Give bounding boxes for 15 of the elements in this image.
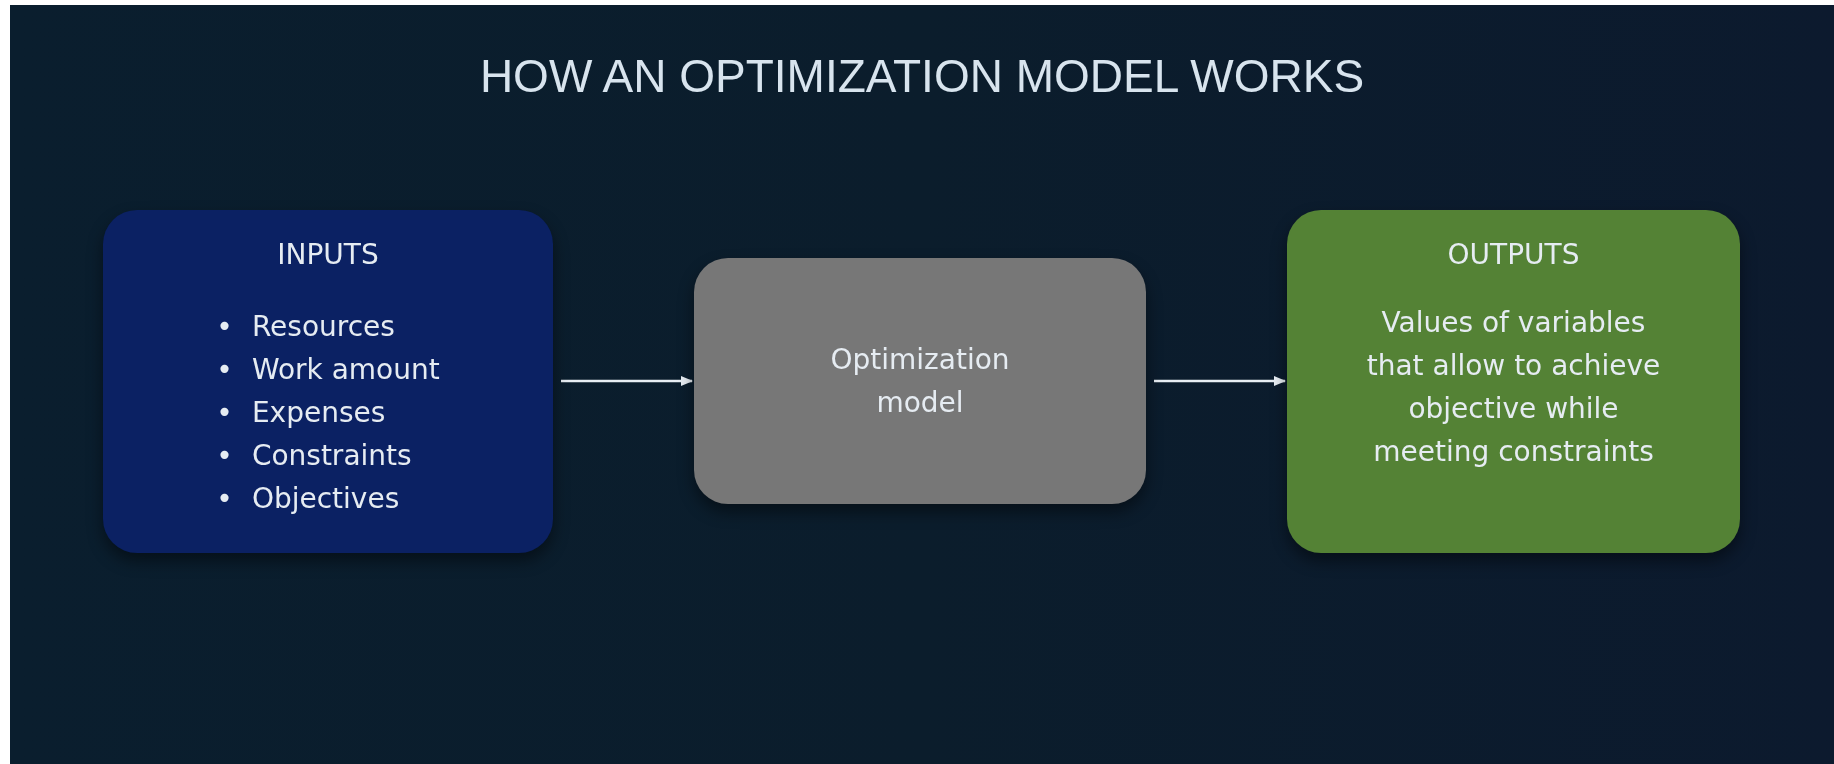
arrow [561, 376, 694, 386]
box-label: Optimization model [829, 342, 1011, 421]
diagram-title: HOW AN OPTIMIZATION MODEL WORKS [479, 50, 1365, 102]
process-box [103, 210, 553, 553]
list-item: • Objectives [216, 481, 401, 517]
box-heading: OUTPUTS [1447, 238, 1580, 271]
list-item: • Expenses [216, 395, 387, 431]
list-item: • Constraints [216, 438, 413, 474]
arrow [1154, 376, 1287, 386]
list-item: • Resources [216, 309, 396, 345]
list-item: • Work amount [216, 352, 440, 388]
box-text: Values of variables that allow to achieve objective while meeting constraints [1365, 305, 1662, 470]
process-box [1287, 210, 1740, 553]
box-heading: INPUTS [277, 238, 379, 271]
process-box [694, 258, 1146, 504]
